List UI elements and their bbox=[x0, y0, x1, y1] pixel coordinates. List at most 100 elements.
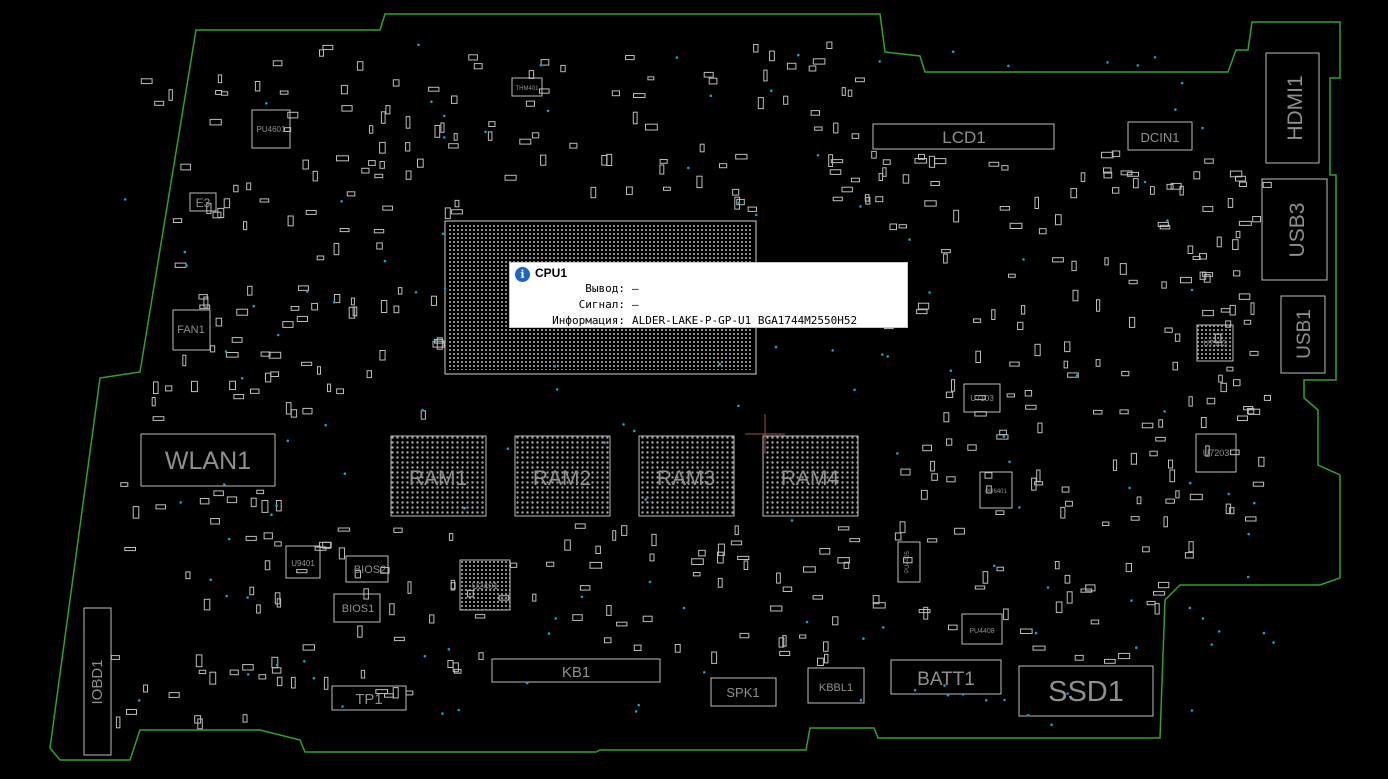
smd-part[interactable] bbox=[429, 614, 435, 624]
smd-part[interactable] bbox=[1093, 409, 1103, 415]
smd-part[interactable] bbox=[878, 173, 884, 182]
wlan1-connector[interactable] bbox=[140, 433, 276, 487]
thm401-part[interactable] bbox=[511, 77, 543, 97]
smd-part[interactable] bbox=[1235, 175, 1246, 182]
smd-part[interactable] bbox=[621, 525, 628, 536]
smd-part[interactable] bbox=[1020, 628, 1033, 634]
smd-part[interactable] bbox=[930, 181, 940, 186]
ram1-chip[interactable] bbox=[390, 435, 487, 517]
smd-part[interactable] bbox=[346, 191, 356, 197]
smd-part[interactable] bbox=[1071, 260, 1077, 272]
smd-part[interactable] bbox=[696, 175, 703, 189]
smd-part[interactable] bbox=[487, 131, 493, 141]
smd-part[interactable] bbox=[1175, 490, 1180, 499]
smd-part[interactable] bbox=[711, 651, 718, 664]
smd-part[interactable] bbox=[229, 669, 239, 676]
smd-part[interactable] bbox=[152, 416, 165, 421]
smd-part[interactable] bbox=[539, 88, 550, 94]
smd-part[interactable] bbox=[1220, 308, 1231, 313]
smd-part[interactable] bbox=[1158, 419, 1164, 428]
smd-part[interactable] bbox=[730, 540, 743, 546]
smd-part[interactable] bbox=[1133, 178, 1139, 189]
smd-part[interactable] bbox=[217, 207, 225, 218]
smd-part[interactable] bbox=[782, 635, 787, 647]
smd-part[interactable] bbox=[272, 60, 283, 67]
smd-part[interactable] bbox=[1226, 366, 1234, 372]
smd-part[interactable] bbox=[736, 198, 745, 206]
smd-part[interactable] bbox=[698, 549, 706, 557]
smd-part[interactable] bbox=[361, 167, 370, 174]
smd-part[interactable] bbox=[1034, 343, 1041, 357]
smd-part[interactable] bbox=[1119, 263, 1127, 275]
smd-part[interactable] bbox=[274, 592, 281, 605]
smd-part[interactable] bbox=[154, 100, 165, 106]
smd-part[interactable] bbox=[185, 571, 191, 580]
smd-part[interactable] bbox=[1252, 481, 1265, 487]
smd-part[interactable] bbox=[770, 605, 783, 612]
smd-part[interactable] bbox=[735, 153, 748, 160]
smd-part[interactable] bbox=[284, 127, 292, 132]
smd-part[interactable] bbox=[1080, 588, 1093, 593]
smd-part[interactable] bbox=[231, 337, 243, 343]
smd-part[interactable] bbox=[1238, 293, 1251, 300]
smd-part[interactable] bbox=[826, 41, 833, 49]
smd-part[interactable] bbox=[1020, 305, 1026, 315]
smd-part[interactable] bbox=[1142, 546, 1150, 553]
smd-part[interactable] bbox=[1202, 272, 1214, 277]
smd-part[interactable] bbox=[691, 558, 704, 565]
smd-part[interactable] bbox=[182, 354, 187, 367]
smd-part[interactable] bbox=[1180, 276, 1192, 284]
smd-part[interactable] bbox=[380, 567, 390, 574]
smd-part[interactable] bbox=[1101, 151, 1114, 159]
smd-part[interactable] bbox=[392, 79, 400, 87]
smd-part[interactable] bbox=[478, 652, 484, 660]
smd-part[interactable] bbox=[1024, 390, 1033, 397]
smd-part[interactable] bbox=[1249, 350, 1259, 356]
smd-part[interactable] bbox=[338, 547, 345, 560]
smd-part[interactable] bbox=[1202, 309, 1214, 317]
smd-part[interactable] bbox=[287, 111, 299, 119]
smd-part[interactable] bbox=[452, 662, 459, 673]
smd-part[interactable] bbox=[247, 285, 253, 296]
smd-part[interactable] bbox=[380, 111, 386, 124]
smd-part[interactable] bbox=[999, 206, 1011, 211]
smd-part[interactable] bbox=[271, 656, 279, 669]
smd-part[interactable] bbox=[296, 569, 308, 574]
smd-part[interactable] bbox=[380, 300, 388, 313]
smd-part[interactable] bbox=[242, 714, 248, 723]
smd-part[interactable] bbox=[375, 689, 388, 694]
smd-part[interactable] bbox=[1102, 521, 1110, 526]
smd-part[interactable] bbox=[1141, 422, 1154, 429]
smd-part[interactable] bbox=[126, 709, 137, 715]
smd-part[interactable] bbox=[1227, 198, 1234, 208]
smd-part[interactable] bbox=[1009, 361, 1020, 367]
smd-part[interactable] bbox=[405, 170, 412, 180]
smd-part[interactable] bbox=[261, 500, 269, 513]
smd-part[interactable] bbox=[757, 97, 764, 110]
smd-part[interactable] bbox=[1166, 183, 1174, 190]
smd-part[interactable] bbox=[824, 653, 829, 664]
smd-part[interactable] bbox=[589, 561, 603, 569]
smd-part[interactable] bbox=[405, 142, 411, 152]
smd-part[interactable] bbox=[488, 121, 496, 127]
smd-part[interactable] bbox=[828, 154, 834, 167]
smd-part[interactable] bbox=[930, 460, 935, 472]
smd-part[interactable] bbox=[1216, 236, 1222, 248]
smd-part[interactable] bbox=[1031, 477, 1037, 491]
smd-part[interactable] bbox=[982, 571, 989, 584]
smd-part[interactable] bbox=[1104, 658, 1116, 664]
smd-part[interactable] bbox=[946, 438, 953, 446]
smd-part[interactable] bbox=[258, 674, 267, 680]
smd-part[interactable] bbox=[918, 153, 926, 160]
smd-part[interactable] bbox=[540, 154, 547, 166]
smd-part[interactable] bbox=[1229, 304, 1236, 316]
smd-part[interactable] bbox=[519, 138, 532, 145]
smd-part[interactable] bbox=[199, 498, 210, 505]
smd-part[interactable] bbox=[473, 63, 483, 70]
smd-part[interactable] bbox=[174, 262, 187, 268]
smd-part[interactable] bbox=[611, 90, 620, 97]
smd-part[interactable] bbox=[1238, 220, 1252, 226]
smd-part[interactable] bbox=[810, 110, 820, 116]
smd-part[interactable] bbox=[747, 206, 757, 212]
smd-part[interactable] bbox=[270, 371, 280, 377]
